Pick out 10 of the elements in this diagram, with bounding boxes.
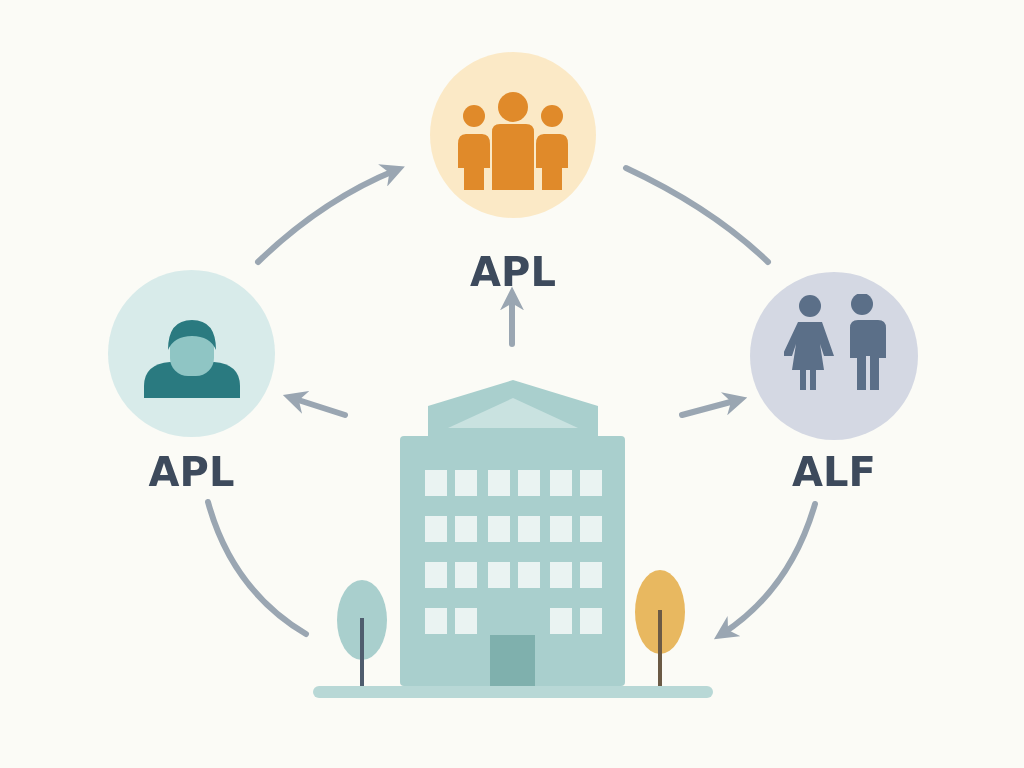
arrow — [679, 392, 748, 418]
node-label: APL — [470, 252, 556, 292]
arrow — [714, 501, 818, 640]
arrow — [282, 390, 348, 418]
node-label: ALF — [792, 452, 876, 492]
arrow — [500, 286, 524, 347]
node-label: APL — [148, 452, 235, 492]
arrow — [255, 164, 405, 265]
connector-line — [623, 165, 771, 265]
connector-line — [205, 499, 309, 637]
